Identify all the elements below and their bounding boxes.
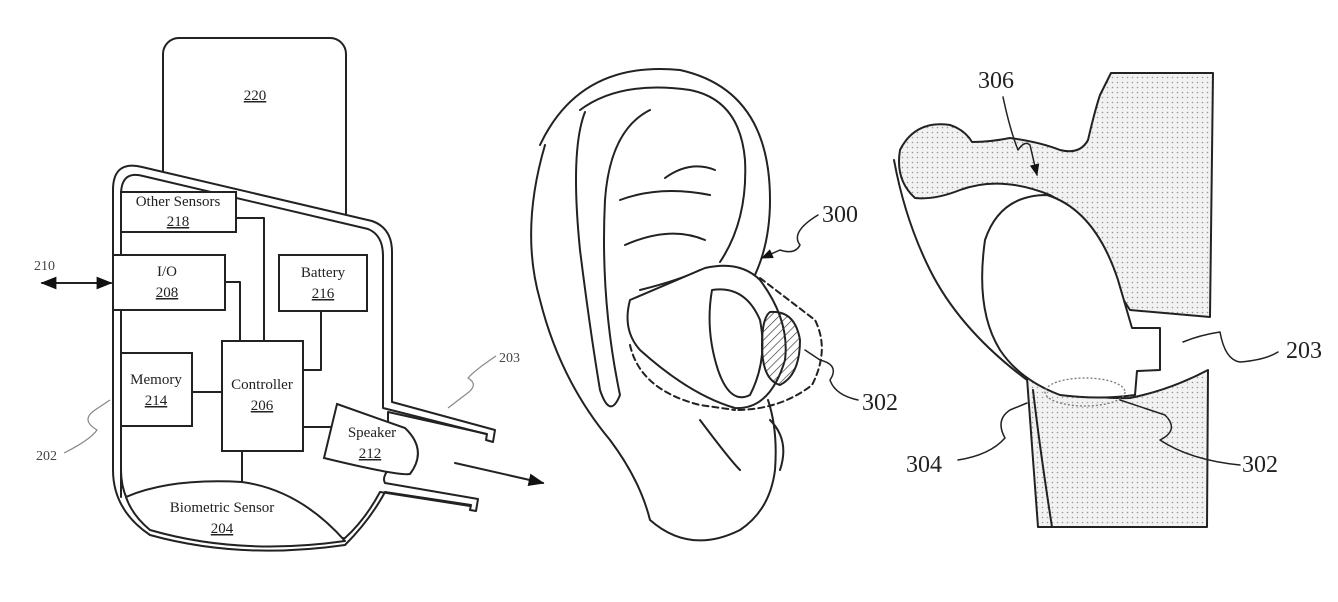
speaker-212 [322,402,419,476]
memory-ref: 214 [145,393,168,409]
ear-inner-folds [619,165,716,291]
nozzle-ref: 203 [499,351,520,366]
figure-c-cross-section: 306 203 304 302 [893,68,1322,528]
earbud-body-c [981,194,1161,399]
bus-lines [120,217,334,498]
controller-label: Controller [231,377,293,393]
other-sensors-ref: 218 [167,214,190,230]
biometric-sensor-label: Biometric Sensor [170,500,275,516]
nozzle-leader-c [1182,331,1279,363]
case-ref: 220 [244,88,267,104]
ear-lobe-detail [699,419,785,471]
nozzle-ref-c: 203 [1286,338,1322,364]
earbud-ref: 300 [822,202,858,228]
biometric-sensor-204 [125,480,346,548]
other-sensors-box [120,191,237,233]
ear-outer-helix [530,68,777,542]
ear-antihelix [575,86,747,408]
cavity-leader [1002,96,1040,177]
biometric-sensor-ref: 204 [211,521,234,537]
contact-ref: 304 [906,452,942,478]
speaker-label: Speaker [348,425,396,441]
battery-ref: 216 [312,286,335,302]
housing-ref: 202 [36,449,57,464]
earbud-face [708,288,764,399]
io-label: I/O [157,264,177,280]
contact-leader [957,402,1028,461]
sensor-leader-c [1119,399,1241,466]
earbud-body [626,264,787,410]
figure-a-block-diagram: 220 Biometric Sensor 204 Other Sensors 2… [34,37,545,552]
battery-box [278,254,368,312]
memory-box [120,352,193,427]
io-link-ref: 210 [34,259,55,274]
cavity-ref: 306 [978,68,1014,94]
other-sensors-label: Other Sensors [136,194,221,210]
sound-output-arrow [454,462,545,487]
nozzle-leader [447,355,497,409]
sensor-ref-c: 302 [1242,452,1278,478]
io-ref: 208 [156,285,179,301]
housing-inner [120,173,487,435]
controller-ref: 206 [251,398,274,414]
speaker-ref: 212 [359,446,382,462]
sensor-region-dotted [1044,377,1126,407]
sensor-region-hatched [761,310,801,386]
controller-box [221,340,304,452]
housing-leader [63,399,111,454]
io-box [112,254,226,311]
sensor-ref: 302 [862,390,898,416]
earbud-leader [760,214,819,259]
sensor-leader [804,349,859,401]
canal-wall [893,159,1053,528]
memory-label: Memory [130,372,182,388]
earbud-nozzle-dashed [629,277,823,411]
battery-label: Battery [301,265,346,281]
figure-b-ear: 300 302 [530,68,898,542]
